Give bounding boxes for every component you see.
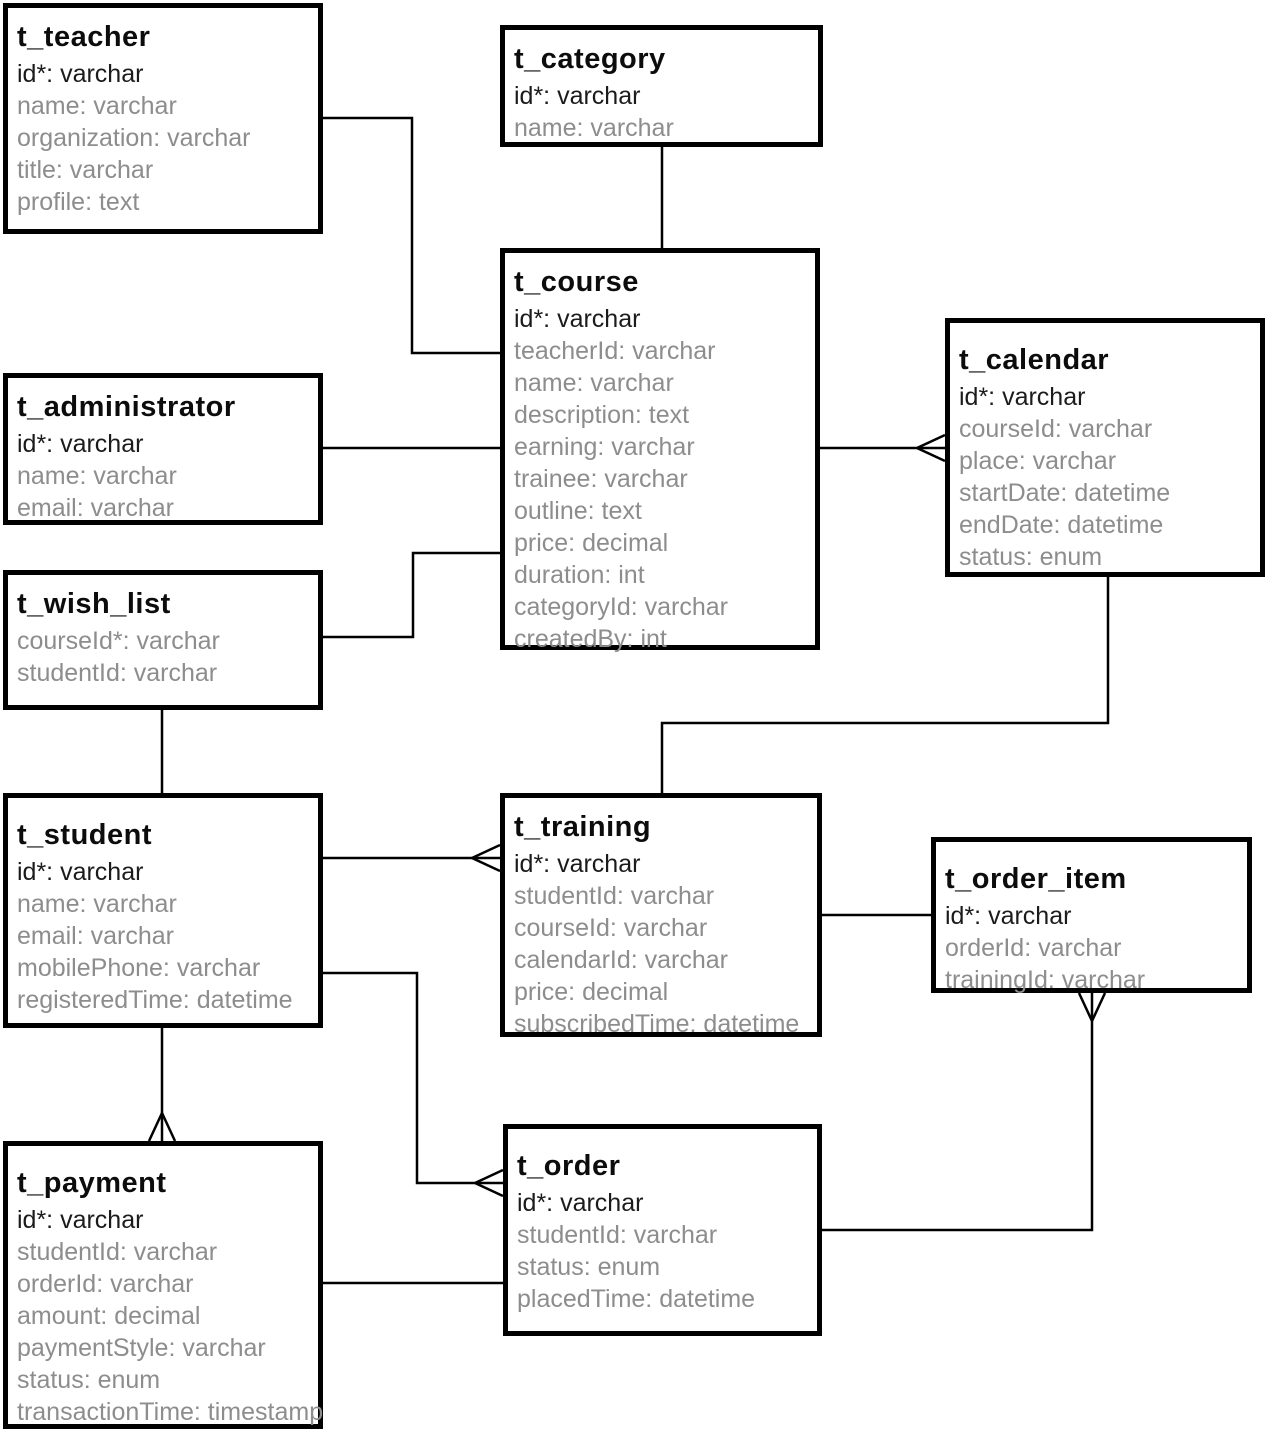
table-title: t_payment [17, 1167, 167, 1199]
table-field: id*: varchar [17, 430, 144, 458]
table-field: startDate: datetime [959, 479, 1171, 507]
table-t_wish_list[interactable]: t_wish_list courseId*: varchar studentId… [3, 570, 323, 710]
edge-student-training [323, 843, 501, 873]
many-marker [474, 1181, 504, 1198]
table-t_training[interactable]: t_training id*: varchar studentId: varch… [500, 793, 822, 1038]
table-title: t_order [517, 1150, 621, 1182]
table-title: t_order_item [945, 863, 1127, 895]
table-field: orderId: varchar [17, 1270, 194, 1298]
table-field: status: enum [517, 1253, 661, 1281]
table-t_teacher[interactable]: t_teacher id*: varchar name: varchar org… [3, 3, 323, 234]
table-field: id*: varchar [17, 858, 144, 886]
table-field: name: varchar [514, 369, 674, 397]
table-field: courseId*: varchar [17, 627, 220, 655]
edge-orderitem-order [822, 992, 1107, 1232]
table-field: subscribedTime: datetime [514, 1010, 800, 1038]
table-field: duration: int [514, 561, 645, 589]
table-field: mobilePhone: varchar [17, 954, 261, 982]
table-title: t_student [17, 819, 152, 851]
table-t_calendar[interactable]: t_calendar id*: varchar courseId: varcha… [945, 318, 1265, 577]
many-marker [1077, 992, 1094, 1022]
table-field: title: varchar [17, 156, 154, 184]
many-marker [471, 843, 501, 860]
edge-course-calendar [820, 433, 946, 463]
table-field: placedTime: datetime [517, 1285, 756, 1313]
table-field: studentId: varchar [514, 882, 715, 910]
table-field: registeredTime: datetime [17, 986, 293, 1014]
table-field: transactionTime: timestamp [17, 1398, 324, 1426]
table-t_administrator[interactable]: t_administrator id*: varchar name: varch… [3, 373, 323, 525]
table-field: calendarId: varchar [514, 946, 729, 974]
table-title: t_administrator [17, 391, 236, 423]
table-field: id*: varchar [514, 850, 641, 878]
edge-teacher-course [323, 116, 500, 355]
table-field: price: decimal [514, 978, 669, 1006]
table-title: t_training [514, 811, 652, 843]
table-field: createdBy: int [514, 625, 667, 653]
table-field: id*: varchar [514, 305, 641, 333]
table-field: courseId: varchar [514, 914, 708, 942]
table-field: trainingId: varchar [945, 966, 1146, 994]
table-field: endDate: datetime [959, 511, 1164, 539]
table-field: name: varchar [514, 114, 674, 142]
table-field: studentId: varchar [17, 1238, 218, 1266]
table-field: id*: varchar [514, 82, 641, 110]
table-field: name: varchar [17, 462, 177, 490]
many-marker [1090, 992, 1107, 1022]
table-field: name: varchar [17, 890, 177, 918]
table-field: studentId: varchar [17, 659, 218, 687]
table-t_course[interactable]: t_course id*: varchar teacherId: varchar… [500, 248, 820, 653]
table-field: outline: text [514, 497, 642, 525]
table-field: amount: decimal [17, 1302, 201, 1330]
table-field: orderId: varchar [945, 934, 1122, 962]
table-field: teacherId: varchar [514, 337, 716, 365]
table-field: status: enum [959, 543, 1103, 571]
table-t_order[interactable]: t_order id*: varchar studentId: varchar … [503, 1124, 822, 1336]
table-title: t_calendar [959, 344, 1110, 376]
many-marker [916, 446, 946, 463]
many-marker [916, 433, 946, 450]
table-field: profile: text [17, 188, 140, 216]
edge-student-order [323, 971, 504, 1198]
many-marker [474, 1168, 504, 1185]
edge-calendar-training [660, 577, 1110, 793]
many-marker [160, 1112, 177, 1142]
edge-student-payment [147, 1028, 177, 1142]
table-field: studentId: varchar [517, 1221, 718, 1249]
table-field: courseId: varchar [959, 415, 1153, 443]
table-field: id*: varchar [17, 1206, 144, 1234]
table-field: email: varchar [17, 922, 174, 950]
table-field: id*: varchar [945, 902, 1072, 930]
table-field: status: enum [17, 1366, 161, 1394]
table-title: t_wish_list [17, 588, 171, 620]
table-field: place: varchar [959, 447, 1117, 475]
table-field: organization: varchar [17, 124, 251, 152]
table-field: id*: varchar [517, 1189, 644, 1217]
table-t_order_item[interactable]: t_order_item id*: varchar orderId: varch… [931, 837, 1252, 994]
table-field: description: text [514, 401, 690, 429]
table-title: t_category [514, 43, 666, 75]
table-field: earning: varchar [514, 433, 695, 461]
table-title: t_teacher [17, 21, 151, 53]
table-field: name: varchar [17, 92, 177, 120]
table-field: paymentStyle: varchar [17, 1334, 266, 1362]
table-field: trainee: varchar [514, 465, 688, 493]
table-field: price: decimal [514, 529, 669, 557]
table-field: id*: varchar [17, 60, 144, 88]
table-t_category[interactable]: t_category id*: varchar name: varchar [500, 25, 823, 147]
edge-wishlist-course [323, 551, 500, 639]
table-field: id*: varchar [959, 383, 1086, 411]
many-marker [147, 1112, 164, 1142]
table-t_payment[interactable]: t_payment id*: varchar studentId: varcha… [3, 1141, 323, 1429]
table-field: email: varchar [17, 494, 174, 522]
table-t_student[interactable]: t_student id*: varchar name: varchar ema… [3, 793, 323, 1028]
many-marker [471, 856, 501, 873]
table-field: categoryId: varchar [514, 593, 728, 621]
table-title: t_course [514, 266, 639, 298]
